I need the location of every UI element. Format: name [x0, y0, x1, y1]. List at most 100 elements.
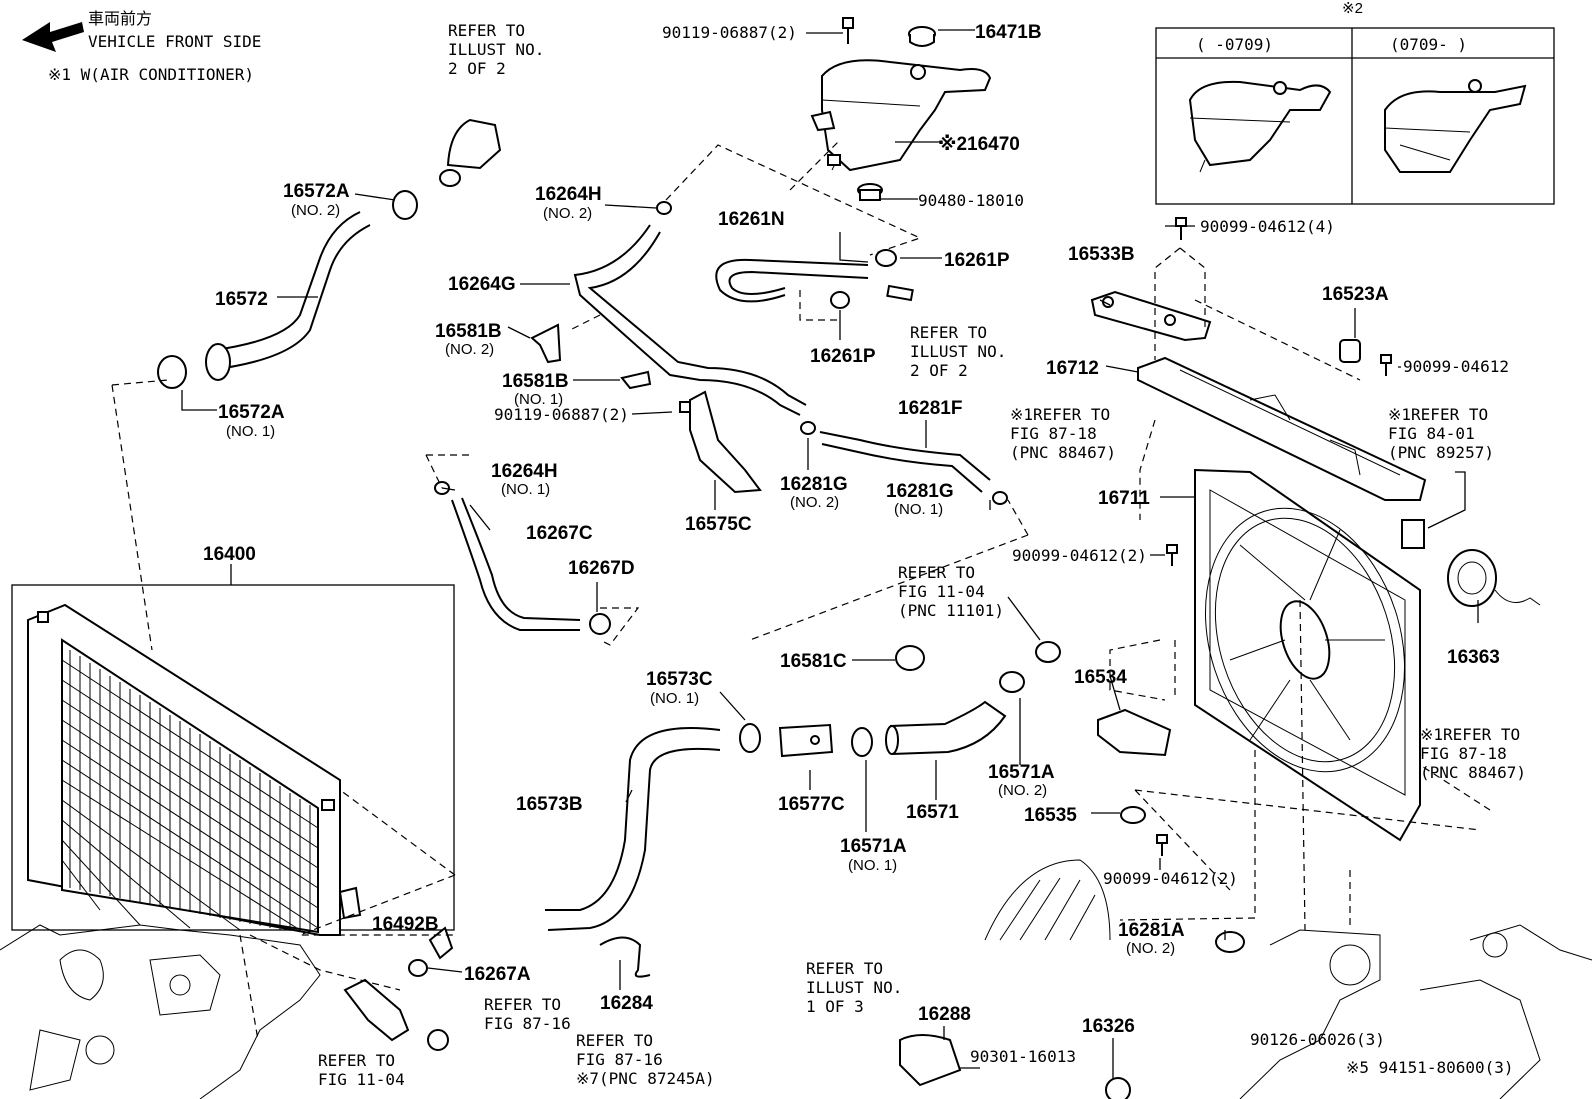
reference-note-r4-line-2[interactable]: (PNC 89257) [1388, 443, 1494, 462]
connector-relay[interactable] [1401, 519, 1425, 549]
cushion-16523A[interactable] [1339, 339, 1361, 363]
part-number-p16581B2[interactable]: 16581B [435, 321, 502, 342]
part-number-p16581B1[interactable]: 16581B [502, 371, 569, 392]
reference-note-r2-line-0[interactable]: REFER TO [910, 323, 987, 342]
pipe-refer-11-04[interactable] [1035, 641, 1061, 663]
part-number-p16523A[interactable]: 16523A [1322, 284, 1389, 305]
hose-clamp-16572A-no2[interactable] [392, 190, 418, 220]
reference-note-r7-line-1[interactable]: FIG 87-16 [484, 1014, 571, 1033]
hose-16267C[interactable] [451, 497, 581, 631]
hose-16281F[interactable] [819, 431, 991, 493]
part-number-p16571[interactable]: 16571 [906, 802, 959, 823]
part-number-p16264H1[interactable]: 16264H [491, 461, 558, 482]
reference-note-r3-line-2[interactable]: (PNC 88467) [1010, 443, 1116, 462]
part-number-p16572A2[interactable]: 16572A [283, 181, 350, 202]
clamp-16571A-no2[interactable] [999, 671, 1025, 693]
reference-note-r3-line-1[interactable]: FIG 87-18 [1010, 424, 1097, 443]
hose-clamp-16581C[interactable] [895, 645, 925, 671]
part-number-p16534[interactable]: 16534 [1074, 667, 1127, 688]
part-number-p16281G1[interactable]: 16281G [886, 481, 954, 502]
reference-note-r6-line-1[interactable]: FIG 87-18 [1420, 744, 1507, 763]
part-16326[interactable] [1105, 1077, 1131, 1099]
part-number-p16284[interactable]: 16284 [600, 993, 653, 1014]
part-number-p16572[interactable]: 16572 [215, 289, 268, 310]
reference-note-r8-line-0[interactable]: REFER TO [576, 1031, 653, 1050]
bolt-90099-c[interactable] [1166, 544, 1178, 566]
part-number-p94151[interactable]: ※5 94151-80600(3) [1346, 1058, 1514, 1077]
bolt-90119-top[interactable] [842, 17, 854, 44]
reference-note-r7-line-0[interactable]: REFER TO [484, 995, 561, 1014]
reference-note-r1-line-1[interactable]: ILLUST NO. [448, 40, 544, 59]
part-number-p16712[interactable]: 16712 [1046, 358, 1099, 379]
hose-clamp-16572A-no1[interactable] [157, 355, 187, 389]
reservoir-tank-16470[interactable] [810, 59, 992, 172]
part-number-p16492[interactable]: 16492B [372, 914, 439, 935]
part-number-p16363[interactable]: 16363 [1447, 647, 1500, 668]
reference-note-r10-line-1[interactable]: ILLUST NO. [806, 978, 902, 997]
part-number-p16471B[interactable]: 16471B [975, 22, 1042, 43]
radiator-16400[interactable] [11, 584, 455, 936]
part-number-p16535[interactable]: 16535 [1024, 805, 1077, 826]
part-number-p16281G2[interactable]: 16281G [780, 474, 848, 495]
support-16712[interactable] [1137, 356, 1427, 501]
hose-clip-16264H-no2[interactable] [656, 201, 672, 215]
part-number-p16326[interactable]: 16326 [1082, 1016, 1135, 1037]
part-number-p90099a[interactable]: 90099-04612(4) [1200, 217, 1335, 236]
clip-16261P-a[interactable] [875, 249, 897, 267]
reference-note-r9-line-1[interactable]: FIG 11-04 [318, 1070, 405, 1089]
inlet-16288[interactable] [899, 1034, 962, 1087]
reference-note-r10-line-2[interactable]: 1 OF 3 [806, 997, 864, 1016]
hose-16571[interactable] [885, 700, 1007, 755]
part-number-p90301[interactable]: 90301-16013 [970, 1047, 1076, 1066]
part-number-p90119a[interactable]: 90119-06887(2) [662, 23, 797, 42]
pipe-16577C[interactable] [778, 723, 834, 758]
part-number-p16577C[interactable]: 16577C [778, 794, 845, 815]
reference-note-r10-line-0[interactable]: REFER TO [806, 959, 883, 978]
reference-note-r9-line-0[interactable]: REFER TO [318, 1051, 395, 1070]
part-number-p16573B[interactable]: 16573B [516, 794, 583, 815]
clip-16281G-no2[interactable] [800, 421, 816, 435]
fan-shroud-16711[interactable] [1173, 468, 1437, 842]
part-number-p16470[interactable]: ※216470 [938, 134, 1020, 155]
part-number-p90099b[interactable]: 90099-04612 [1403, 357, 1509, 376]
reference-note-r5-line-0[interactable]: REFER TO [898, 563, 975, 582]
reference-note-r5-line-1[interactable]: FIG 11-04 [898, 582, 985, 601]
part-number-p16575C[interactable]: 16575C [685, 514, 752, 535]
reference-note-r4-line-0[interactable]: ※1REFER TO [1388, 405, 1488, 424]
hose-16264G[interactable] [573, 224, 807, 416]
grommet-16535[interactable] [1120, 806, 1146, 824]
fan-motor-16363[interactable] [1447, 549, 1541, 607]
part-number-p16261N[interactable]: 16261N [718, 209, 785, 230]
part-number-p16572A1[interactable]: 16572A [218, 402, 285, 423]
bracket-16575C[interactable] [679, 390, 762, 494]
clamp-16573C-no1[interactable] [739, 723, 761, 753]
part-number-p90119b[interactable]: 90119-06887(2) [494, 405, 629, 424]
part-number-p16267D[interactable]: 16267D [568, 558, 635, 579]
part-number-p16400[interactable]: 16400 [203, 544, 256, 565]
part-number-p16288[interactable]: 16288 [918, 1004, 971, 1025]
bolt-90099-a[interactable] [1175, 217, 1187, 240]
thermostat-housing[interactable] [439, 118, 502, 187]
part-number-p16571A1[interactable]: 16571A [840, 836, 907, 857]
part-number-p16264H2[interactable]: 16264H [535, 184, 602, 205]
pipe-fitting[interactable] [886, 284, 914, 302]
reference-note-r8-line-2[interactable]: ※7(PNC 87245A) [576, 1069, 715, 1088]
bracket-16581B-no1[interactable] [620, 370, 652, 390]
part-number-p16581C[interactable]: 16581C [780, 651, 847, 672]
reference-note-r5-line-2[interactable]: (PNC 11101) [898, 601, 1004, 620]
bolt-90099-d[interactable] [1156, 834, 1168, 856]
part-number-p90099c[interactable]: 90099-04612(2) [1012, 546, 1147, 565]
clip-16267D[interactable] [589, 613, 611, 635]
part-number-p16533B[interactable]: 16533B [1068, 244, 1135, 265]
part-number-p16281F[interactable]: 16281F [898, 398, 962, 419]
hose-16573B[interactable] [545, 727, 721, 931]
reference-note-r1-line-2[interactable]: 2 OF 2 [448, 59, 506, 78]
bolt-90099-b[interactable] [1380, 354, 1392, 376]
clamp-16571A-no1[interactable] [851, 727, 873, 757]
part-number-p90099d[interactable]: 90099-04612(2) [1103, 869, 1238, 888]
part-number-p16571A2[interactable]: 16571A [988, 762, 1055, 783]
reference-note-r2-line-2[interactable]: 2 OF 2 [910, 361, 968, 380]
reference-note-r6-line-2[interactable]: (PNC 88467) [1420, 763, 1526, 782]
reference-note-r2-line-1[interactable]: ILLUST NO. [910, 342, 1006, 361]
part-number-p16261Pa[interactable]: 16261P [944, 250, 1010, 271]
